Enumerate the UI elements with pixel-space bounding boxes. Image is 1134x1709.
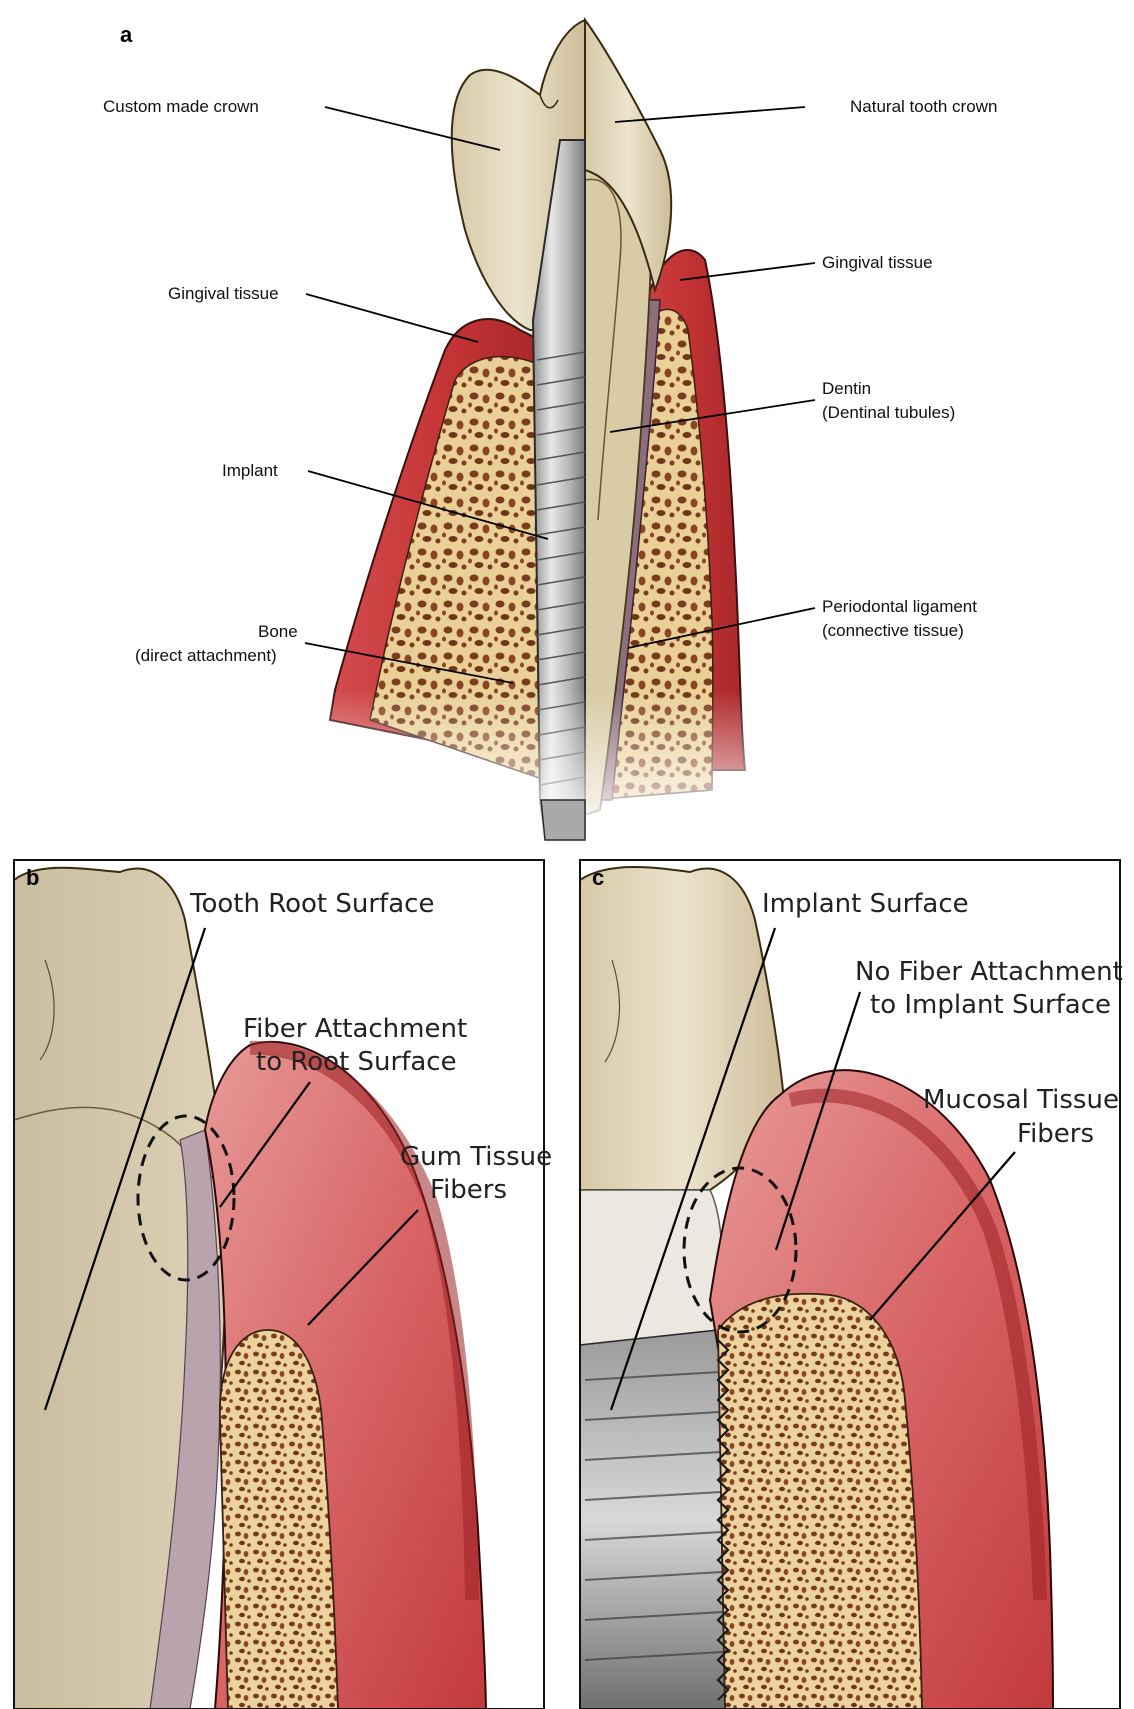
- label-fiber-attachment-sub: to Root Surface: [256, 1047, 457, 1077]
- label-bone-sub: (direct attachment): [135, 646, 277, 665]
- leader-natural-crown: [615, 107, 805, 122]
- label-implant-surface: Implant Surface: [762, 889, 969, 919]
- label-gum-tissue: Gum Tissue: [400, 1142, 552, 1172]
- label-custom-crown: Custom made crown: [103, 97, 259, 116]
- panel-a-letter: a: [120, 22, 133, 47]
- label-natural-crown: Natural tooth crown: [850, 97, 997, 116]
- panel-c-letter: c: [592, 865, 604, 890]
- label-gingival-right: Gingival tissue: [822, 253, 933, 272]
- label-dentin-sub: (Dentinal tubules): [822, 403, 955, 422]
- label-no-fiber: No Fiber Attachment: [855, 957, 1123, 987]
- label-root-surface: Tooth Root Surface: [189, 889, 434, 919]
- label-mucosal: Mucosal Tissue: [923, 1085, 1119, 1115]
- panel-b-letter: b: [26, 865, 39, 890]
- abutment-c: [580, 1190, 723, 1345]
- label-periodontal: Periodontal ligament: [822, 597, 977, 616]
- label-bone: Bone: [258, 622, 298, 641]
- label-gum-tissue-sub: Fibers: [430, 1175, 507, 1205]
- panel-b: b Tooth Root Surface Fiber Attachment to…: [14, 860, 552, 1709]
- panel-a: a Custom: [103, 20, 997, 850]
- label-no-fiber-sub: to Implant Surface: [870, 990, 1111, 1020]
- bone-c: [718, 1294, 922, 1709]
- label-mucosal-sub: Fibers: [1017, 1119, 1094, 1149]
- label-implant: Implant: [222, 461, 278, 480]
- label-fiber-attachment: Fiber Attachment: [243, 1014, 467, 1044]
- label-dentin: Dentin: [822, 379, 871, 398]
- leader-gingival-left: [306, 294, 478, 342]
- implant-tip: [541, 800, 585, 840]
- label-gingival-left: Gingival tissue: [168, 284, 279, 303]
- panel-c: c Implant Surface No Fiber Attachment to…: [580, 860, 1123, 1709]
- label-periodontal-sub: (connective tissue): [822, 621, 964, 640]
